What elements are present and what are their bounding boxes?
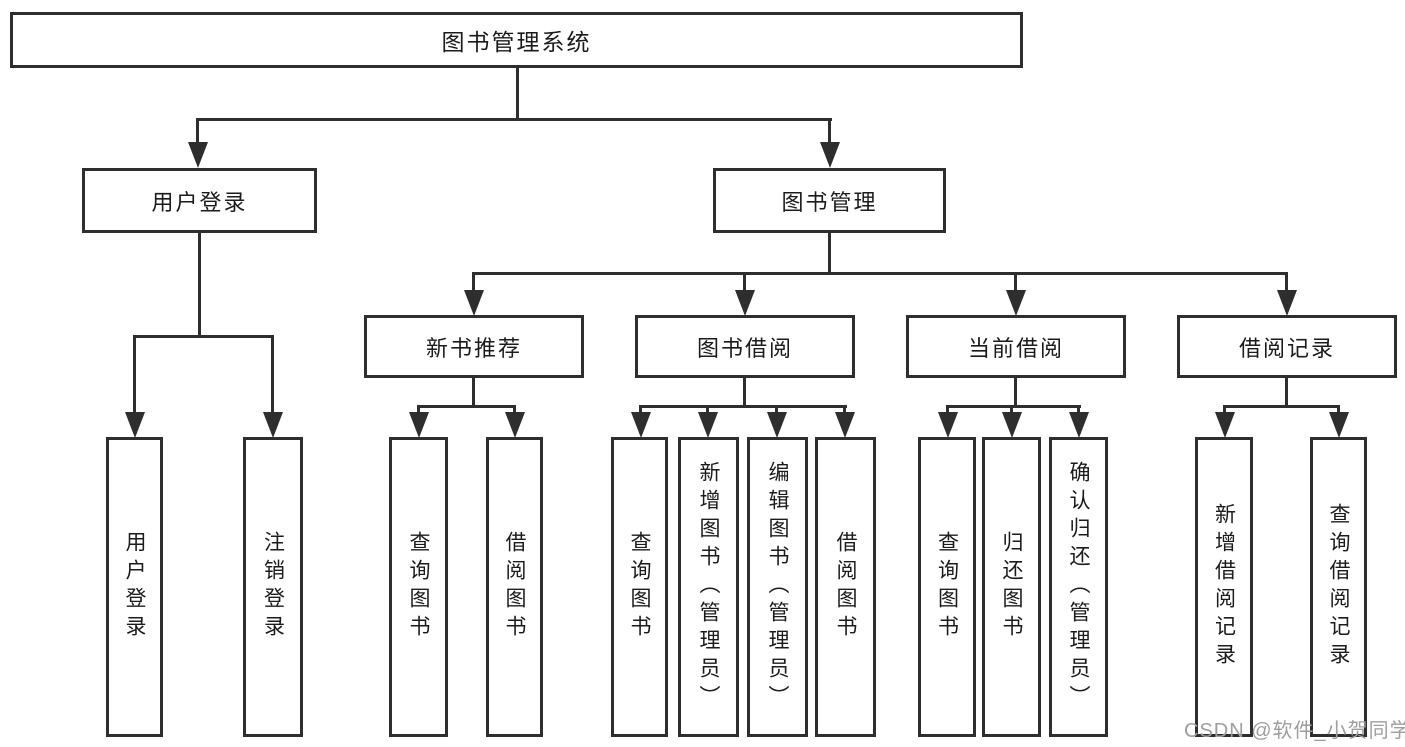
leaf-label: 查询图书	[628, 531, 651, 643]
arrowhead-down	[820, 142, 840, 168]
node-book-borrowing: 图书借阅	[635, 315, 855, 378]
node-library-management-system: 图书管理系统	[10, 12, 1023, 68]
connector-line	[1223, 405, 1340, 408]
leaf-label: 编辑图书（管理员）	[766, 461, 789, 713]
leaf-label: 查询图书	[407, 531, 430, 643]
connector-line	[1337, 405, 1340, 417]
leaf-borrow-books-recommend: 借阅图书	[486, 437, 543, 737]
connector-line	[1285, 375, 1288, 408]
leaf-query-borrowing-record: 查询借阅记录	[1310, 437, 1367, 737]
leaf-label: 注销登录	[261, 531, 285, 643]
connector-line	[271, 335, 274, 415]
arrowhead-down	[263, 412, 283, 438]
node-book-management: 图书管理	[713, 168, 946, 233]
node-label: 当前借阅	[967, 335, 1064, 361]
arrowhead-down	[125, 412, 145, 438]
leaf-logout: 注销登录	[243, 437, 303, 737]
connector-line	[743, 272, 746, 294]
arrowhead-down	[1002, 412, 1022, 438]
node-new-book-recommend: 新书推荐	[364, 315, 584, 378]
leaf-user-login: 用户登录	[106, 437, 163, 737]
connector-line	[639, 405, 642, 417]
arrowhead-down	[938, 412, 958, 438]
connector-line	[1014, 375, 1017, 408]
arrowhead-down	[464, 290, 484, 316]
connector-line	[513, 405, 516, 417]
connector-line	[198, 230, 201, 337]
leaf-label: 查询借阅记录	[1327, 503, 1350, 671]
connector-line	[706, 405, 709, 417]
arrowhead-down	[698, 412, 718, 438]
node-label: 用户登录	[151, 189, 248, 215]
connector-line	[417, 405, 420, 417]
leaf-borrow-books: 借阅图书	[815, 437, 876, 737]
leaf-query-books-recommend: 查询图书	[389, 437, 448, 737]
leaf-edit-book-admin: 编辑图书（管理员）	[747, 437, 808, 737]
arrowhead-down	[1215, 412, 1235, 438]
csdn-watermark: CSDN @软件_小贺同学	[1184, 720, 1405, 742]
leaf-label: 查询图书	[935, 531, 959, 643]
arrowhead-down	[631, 412, 651, 438]
arrowhead-down	[188, 142, 208, 168]
connector-line	[1285, 272, 1288, 294]
connector-line	[133, 335, 136, 415]
connector-line	[828, 230, 831, 275]
leaf-query-books-current: 查询图书	[918, 437, 976, 737]
connector-line	[472, 272, 475, 294]
connector-line	[946, 405, 1081, 408]
leaf-label: 归还图书	[1000, 531, 1023, 643]
connector-line	[828, 118, 831, 146]
connector-line	[417, 405, 516, 408]
leaf-add-book-admin: 新增图书（管理员）	[678, 437, 739, 737]
connector-line	[843, 405, 846, 417]
leaf-label: 新增图书（管理员）	[697, 461, 720, 713]
arrowhead-down	[767, 412, 787, 438]
leaf-label: 用户登录	[123, 531, 146, 643]
node-label: 借阅记录	[1238, 335, 1335, 361]
connector-line	[775, 405, 778, 417]
connector-line	[946, 405, 949, 417]
arrowhead-down	[1329, 412, 1349, 438]
connector-line	[472, 375, 475, 408]
arrowhead-down	[409, 412, 429, 438]
leaf-label: 新增借阅记录	[1212, 503, 1236, 671]
node-current-borrowing: 当前借阅	[906, 315, 1126, 378]
arrowhead-down	[1069, 412, 1089, 438]
leaf-return-books: 归还图书	[982, 437, 1041, 737]
connector-line	[639, 405, 847, 408]
node-borrowing-records: 借阅记录	[1177, 315, 1397, 378]
connector-line	[743, 375, 746, 408]
leaf-label: 确认归还（管理员）	[1067, 461, 1090, 713]
connector-line	[1077, 405, 1080, 417]
arrowhead-down	[1277, 290, 1297, 316]
connector-line	[1223, 405, 1226, 417]
leaf-query-books-borrowing: 查询图书	[611, 437, 668, 737]
leaf-add-borrowing-record: 新增借阅记录	[1195, 437, 1253, 737]
arrowhead-down	[735, 290, 755, 316]
connector-line	[133, 335, 274, 338]
node-label: 图书借阅	[696, 335, 793, 361]
connector-line	[516, 65, 519, 121]
connector-line	[196, 118, 199, 146]
leaf-label: 借阅图书	[834, 531, 857, 643]
leaf-label: 借阅图书	[503, 531, 526, 643]
connector-line	[196, 118, 832, 121]
leaf-confirm-return-admin: 确认归还（管理员）	[1049, 437, 1108, 737]
arrowhead-down	[835, 412, 855, 438]
arrowhead-down	[505, 412, 525, 438]
connector-line	[1010, 405, 1013, 417]
node-label: 图书管理	[781, 189, 878, 215]
node-label: 新书推荐	[425, 335, 522, 361]
arrowhead-down	[1006, 290, 1026, 316]
connector-line	[1014, 272, 1017, 294]
node-label: 图书管理系统	[441, 29, 592, 55]
node-user-login: 用户登录	[82, 168, 317, 233]
connector-line	[472, 272, 1288, 275]
